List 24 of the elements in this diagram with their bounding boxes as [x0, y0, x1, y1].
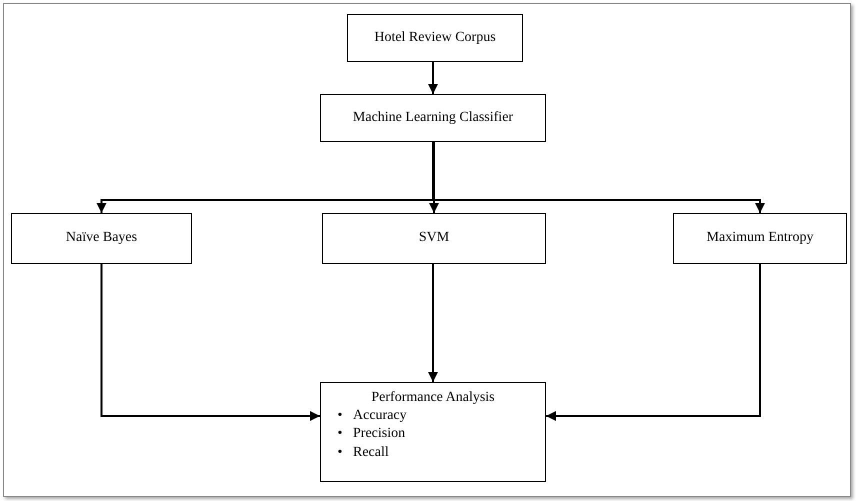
list-item-text: Precision: [353, 425, 406, 444]
list-item-text: Accuracy: [353, 407, 407, 426]
arrow: [100, 264, 320, 421]
arrow: [428, 264, 438, 382]
arrow: [428, 62, 438, 94]
arrow: [432, 142, 765, 213]
bullet: •: [336, 425, 344, 444]
list-box: [320, 382, 546, 482]
process-box: [320, 94, 546, 142]
box-label: Maximum Entropy: [706, 229, 814, 248]
process-box: [11, 213, 192, 264]
arrow: [546, 264, 761, 421]
process-box: [347, 14, 523, 62]
process-box: [673, 213, 847, 264]
bullet: •: [336, 407, 344, 426]
box-label: Machine Learning Classifier: [352, 108, 514, 127]
bullet: •: [336, 444, 344, 462]
arrow: [429, 142, 439, 213]
process-box: [322, 213, 546, 264]
box-label: Hotel Review Corpus: [374, 28, 496, 47]
box-heading: Performance Analysis: [371, 389, 495, 407]
box-label: SVM: [418, 229, 450, 248]
box-label: Naïve Bayes: [66, 229, 138, 248]
list-item-text: Recall: [353, 444, 389, 462]
